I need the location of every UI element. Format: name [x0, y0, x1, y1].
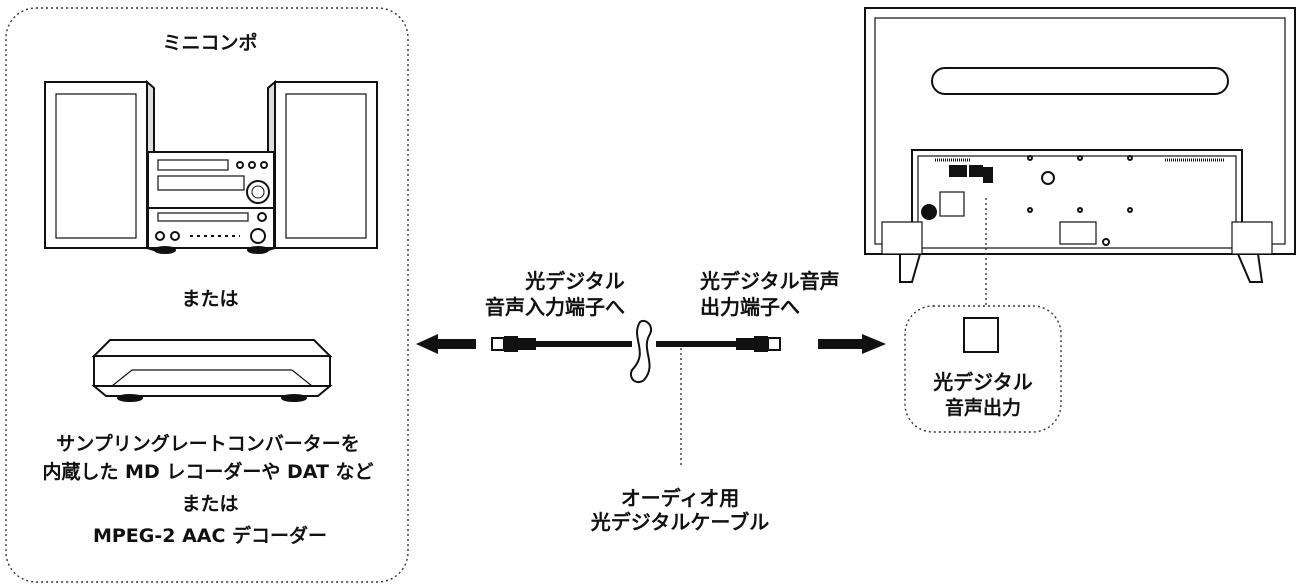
or-label-2: または	[181, 493, 239, 515]
optical-output-label-line1: 光デジタル	[933, 370, 1033, 394]
arrow-left-icon	[416, 334, 476, 354]
port-callout	[904, 305, 1062, 433]
or-label-1: または	[181, 288, 239, 310]
input-terminal-label-line2: 音声入力端子へ	[485, 295, 625, 319]
output-terminal-label-line2: 出力端子へ	[700, 295, 800, 319]
optical-output-label-line2: 音声出力	[944, 397, 1021, 419]
decoder-label: MPEG-2 AAC デコーダー	[92, 525, 328, 547]
input-terminal-label-line1: 光デジタル	[525, 269, 625, 293]
tv-rear	[864, 7, 1296, 310]
sample-rate-converter-line1: サンプリングレートコンバーターを	[56, 433, 360, 455]
output-terminal-label-line1: 光デジタル音声	[700, 269, 840, 293]
optical-cable	[491, 320, 781, 468]
mini-component-label: ミニコンポ	[162, 32, 258, 54]
device-panel	[5, 7, 409, 583]
recorder-device	[91, 339, 333, 402]
cable-label-line1: オーディオ用	[620, 486, 740, 510]
arrow-right-icon	[818, 334, 886, 354]
optical-port-icon	[963, 317, 999, 353]
cable-label-line2: 光デジタルケーブル	[590, 510, 770, 534]
sample-rate-converter-line2: 内蔵した MD レコーダーや DAT など	[42, 461, 374, 483]
mini-component-stereo	[44, 79, 378, 254]
